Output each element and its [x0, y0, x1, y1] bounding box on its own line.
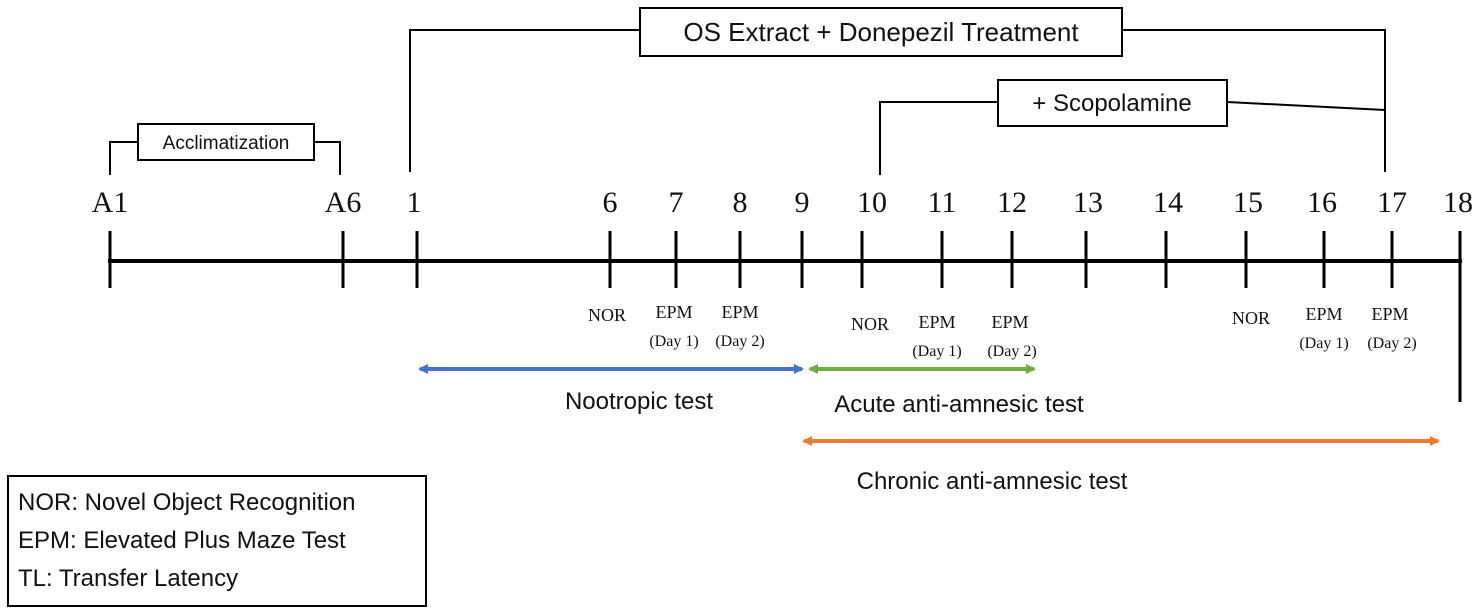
tick-label-15: 15: [1233, 186, 1263, 219]
test-epm-2a-day: (Day 1): [912, 343, 961, 360]
tick-label-A6: A6: [325, 186, 362, 219]
tick-label-18: 18: [1443, 186, 1473, 219]
test-epm-3b-day: (Day 2): [1367, 335, 1416, 352]
test-nor-2: NOR: [851, 314, 889, 334]
tick-label-8: 8: [733, 186, 748, 219]
test-epm-3b: EPM: [1371, 304, 1408, 324]
tick-label-17: 17: [1377, 186, 1407, 219]
scopolamine-label: + Scopolamine: [1032, 90, 1191, 117]
tick-label-7: 7: [669, 186, 684, 219]
tick-label-6: 6: [603, 186, 618, 219]
legend-box: [7, 475, 427, 607]
scopolamine-box: [997, 79, 1228, 127]
acute-label: Acute anti-amnesic test: [834, 391, 1084, 418]
tick-labels: A1 A6 1 6 7 8 9 10 11 12 13 14 15 16 17 …: [92, 186, 1473, 219]
legend-nor: NOR: Novel Object Recognition: [18, 489, 355, 516]
test-epm-2a: EPM: [918, 312, 955, 332]
test-epm-1b-day: (Day 2): [715, 333, 764, 350]
treatment-bracket: OS Extract + Donepezil Treatment: [409, 7, 1386, 172]
legend: NOR: Novel Object Recognition EPM: Eleva…: [7, 475, 427, 607]
treatment-label: OS Extract + Donepezil Treatment: [683, 17, 1079, 47]
tick-label-12: 12: [997, 186, 1027, 219]
tick-label-1: 1: [407, 186, 422, 219]
tick-label-13: 13: [1073, 186, 1103, 219]
acclimatization-bracket: Acclimatization: [109, 123, 341, 175]
tick-label-9: 9: [795, 186, 810, 219]
test-epm-2b-day: (Day 2): [987, 343, 1036, 360]
legend-epm: EPM: Elevated Plus Maze Test: [18, 527, 346, 554]
legend-tl: TL: Transfer Latency: [18, 565, 238, 592]
tick-label-10: 10: [857, 186, 887, 219]
test-epm-2b: EPM: [991, 312, 1028, 332]
timeline-ticks: [108, 231, 1462, 402]
test-epm-3a: EPM: [1305, 304, 1342, 324]
test-nor-1: NOR: [588, 305, 626, 325]
tick-label-14: 14: [1153, 186, 1183, 219]
test-epm-1a: EPM: [655, 302, 692, 322]
treatment-box: [639, 7, 1123, 57]
test-labels: NOR EPM (Day 1) EPM (Day 2) NOR EPM (Day…: [588, 302, 1417, 360]
tick-label-A1: A1: [92, 186, 129, 219]
test-epm-1b: EPM: [721, 302, 758, 322]
chronic-label: Chronic anti-amnesic test: [857, 468, 1128, 495]
tick-label-16: 16: [1307, 186, 1337, 219]
test-epm-3a-day: (Day 1): [1299, 335, 1348, 352]
scopolamine-bracket: + Scopolamine: [879, 79, 1386, 175]
test-epm-1a-day: (Day 1): [649, 333, 698, 350]
acclimatization-label: Acclimatization: [163, 133, 290, 154]
acclimatization-box: [137, 123, 315, 161]
tick-label-11: 11: [928, 186, 957, 219]
nootropic-label: Nootropic test: [565, 388, 713, 415]
test-nor-3: NOR: [1232, 308, 1270, 328]
